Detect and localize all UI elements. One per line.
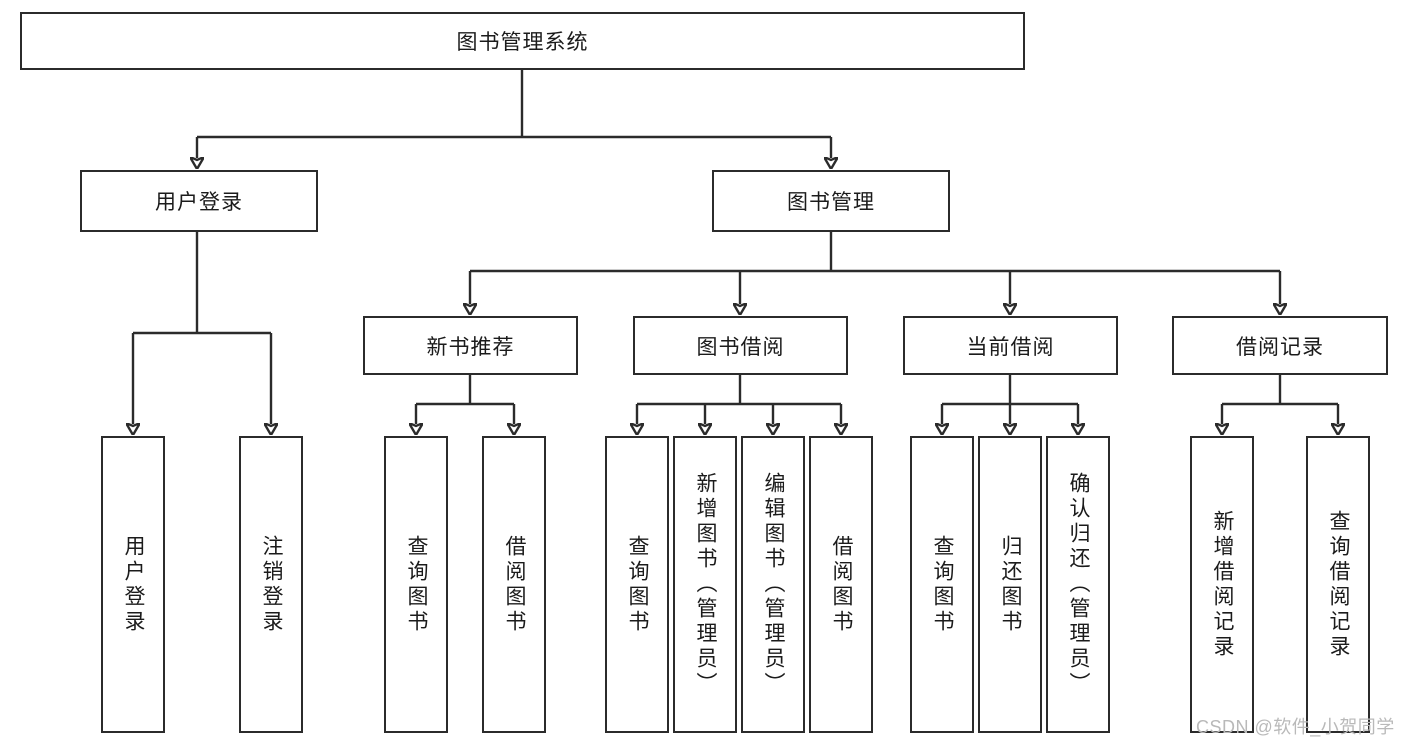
node-label: 确认归还（管理员） <box>1067 472 1091 697</box>
node-label: 新书推荐 <box>426 335 515 359</box>
leaf-new-book-borrow[interactable]: 借阅图书 <box>482 436 546 733</box>
node-label: 查询图书 <box>626 534 650 635</box>
node-label: 图书借阅 <box>696 335 785 359</box>
leaf-borrow-query-book[interactable]: 查询图书 <box>605 436 669 733</box>
watermark-text: CSDN @软件_小贺同学 <box>1196 717 1395 737</box>
node-current-borrow[interactable]: 当前借阅 <box>903 316 1118 375</box>
node-label: 查询借阅记录 <box>1327 509 1351 660</box>
leaf-borrow-edit-book-admin[interactable]: 编辑图书（管理员） <box>741 436 805 733</box>
leaf-record-add-record[interactable]: 新增借阅记录 <box>1190 436 1254 733</box>
leaf-new-book-query[interactable]: 查询图书 <box>384 436 448 733</box>
leaf-current-confirm-return-admin[interactable]: 确认归还（管理员） <box>1046 436 1110 733</box>
node-book-management[interactable]: 图书管理 <box>712 170 950 232</box>
node-root-system[interactable]: 图书管理系统 <box>20 12 1025 70</box>
node-label: 归还图书 <box>999 534 1023 635</box>
node-label: 图书管理 <box>787 191 875 214</box>
node-book-borrow[interactable]: 图书借阅 <box>633 316 848 375</box>
leaf-current-return-book[interactable]: 归还图书 <box>978 436 1042 733</box>
leaf-record-query-record[interactable]: 查询借阅记录 <box>1306 436 1370 733</box>
node-label: 借阅图书 <box>830 534 854 635</box>
node-label: 当前借阅 <box>966 335 1055 359</box>
leaf-user-login-logout[interactable]: 注销登录 <box>239 436 303 733</box>
node-label: 借阅图书 <box>503 534 527 635</box>
node-user-login[interactable]: 用户登录 <box>80 170 318 232</box>
leaf-borrow-add-book-admin[interactable]: 新增图书（管理员） <box>673 436 737 733</box>
node-label: 用户登录 <box>122 534 146 635</box>
node-new-book-recommend[interactable]: 新书推荐 <box>363 316 578 375</box>
node-label: 查询图书 <box>405 534 429 635</box>
node-label: 借阅记录 <box>1236 335 1324 359</box>
leaf-borrow-borrow-book[interactable]: 借阅图书 <box>809 436 873 733</box>
node-label: 用户登录 <box>155 191 243 214</box>
node-label: 图书管理系统 <box>456 31 589 54</box>
leaf-current-query-book[interactable]: 查询图书 <box>910 436 974 733</box>
node-label: 新增图书（管理员） <box>694 472 718 697</box>
leaf-user-login-login[interactable]: 用户登录 <box>101 436 165 733</box>
node-borrow-record[interactable]: 借阅记录 <box>1172 316 1388 375</box>
node-label: 注销登录 <box>260 534 284 635</box>
node-label: 新增借阅记录 <box>1211 509 1235 660</box>
node-label: 查询图书 <box>931 534 955 635</box>
node-label: 编辑图书（管理员） <box>762 472 786 697</box>
